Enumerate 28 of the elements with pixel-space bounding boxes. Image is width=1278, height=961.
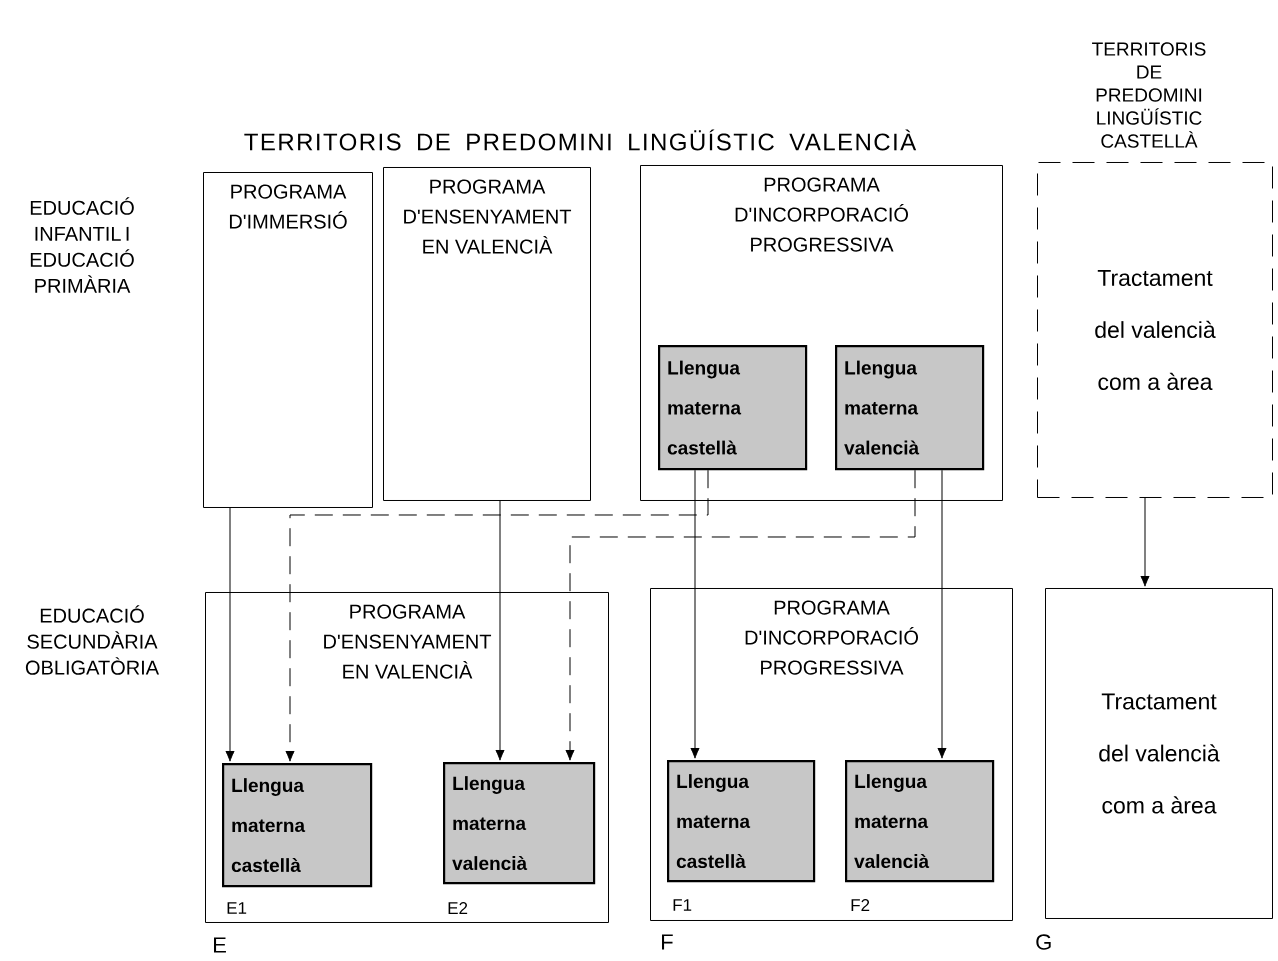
arrow — [495, 500, 505, 761]
program-box: PROGRAMA D'ENSENYAMENT EN VALENCIÀ — [383, 167, 591, 501]
language-box: Llengua materna castellà — [658, 345, 808, 471]
row-heading: TERRITORIS DE PREDOMINI LINGÜÍSTIC VALENCIÀ — [244, 129, 917, 151]
box-letter: F1 — [673, 899, 692, 911]
arrow — [225, 507, 235, 762]
program-box: PROGRAMA D'IMMERSIÓ — [203, 172, 373, 508]
box-letter: E2 — [448, 902, 468, 914]
arrow — [690, 469, 700, 759]
arrow — [1140, 497, 1150, 587]
arrow — [937, 469, 947, 759]
box-letter: G — [1036, 934, 1051, 950]
row-heading: EDUCACIÓ SECUNDÀRIA OBLIGATÒRIA — [25, 605, 160, 675]
arrow — [285, 469, 709, 762]
box-letter: F2 — [851, 899, 870, 911]
box-letter: F — [662, 934, 673, 950]
area-box: Tractament del valencià com a àrea — [1045, 588, 1273, 919]
language-box: Llengua materna valencià — [835, 345, 985, 471]
column-heading: TERRITORIS DE PREDOMINI LINGÜÍSTIC CASTELLÀ — [1092, 42, 1206, 148]
language-box: Llengua materna castellà — [222, 763, 373, 888]
area-box: Tractament del valencià com a àrea — [1037, 162, 1273, 498]
row-heading: EDUCACIÓ INFANTIL I EDUCACIÓ PRIMÀRIA — [30, 197, 134, 293]
language-box: Llengua materna castellà — [667, 760, 816, 883]
language-box: Llengua materna valencià — [845, 760, 995, 883]
box-letter: E — [214, 937, 226, 953]
box-letter: E1 — [227, 902, 247, 914]
language-box: Llengua materna valencià — [443, 762, 596, 885]
arrow — [565, 469, 916, 761]
